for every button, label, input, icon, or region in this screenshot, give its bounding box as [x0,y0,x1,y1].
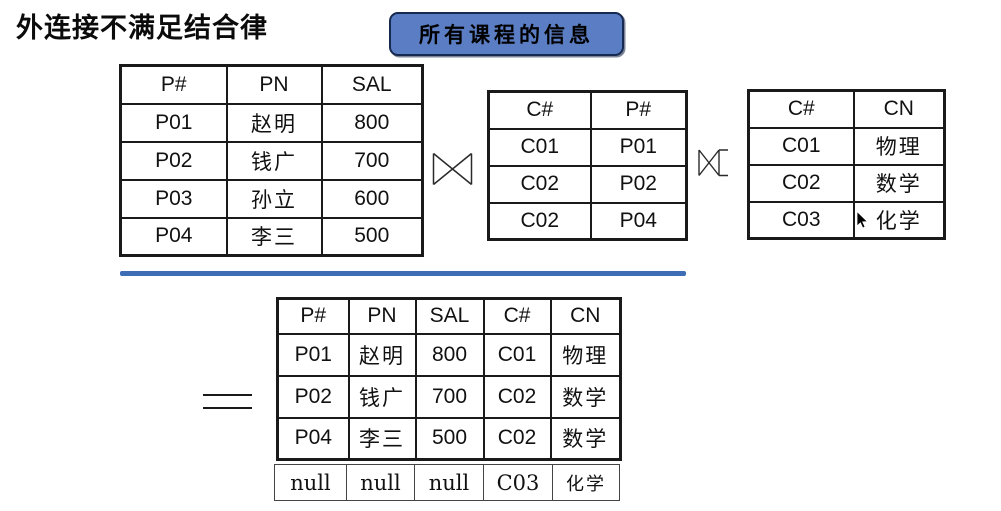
table-cell: P04 [589,201,688,241]
null-row-strip: null null null C03 化学 [274,464,620,501]
equals-sign-icon [203,392,252,409]
table-cell: 700 [414,374,485,419]
section-divider [120,271,686,276]
table-header-row: C# CN [747,89,946,129]
natural-join-icon [432,152,473,186]
table-row: C02 数学 [747,163,946,203]
table-cell: P04 [276,416,350,461]
page-title: 外连接不满足结合律 [16,13,268,43]
result-table: P# PN SAL C# CN P01 赵明 800 C01 物理 P02 钱广… [276,297,622,461]
table-cell: null [274,464,347,501]
table-row: P04 李三 500 C02 数学 [276,416,622,461]
table-cell: null [346,464,415,501]
table-header-row: P# PN SAL [119,64,424,105]
equals-bar [203,407,252,409]
table-cell: 800 [414,332,485,377]
table-cell: 赵明 [347,332,417,377]
table-cell: C02 [747,163,855,203]
column-header: PN [347,297,417,335]
table-cell: 钱广 [225,140,323,181]
table-header-row: P# PN SAL C# CN [276,297,622,335]
table-cell: 800 [320,102,424,143]
table-cell: C03 [483,464,553,501]
table-row: P03 孙立 600 [119,178,424,219]
table-cell: C02 [487,201,592,241]
table-cell: 500 [414,416,485,461]
column-header: C# [482,297,552,335]
table-cell: P04 [119,216,228,257]
table-cell: 钱广 [347,374,417,419]
table-cell: 500 [320,216,424,257]
table-row: P02 钱广 700 C02 数学 [276,374,622,419]
table-cell: 700 [320,140,424,181]
table-cell: P02 [589,164,688,204]
table-cell: C02 [487,164,592,204]
table-cell: P03 [119,178,228,219]
equals-bar [203,394,252,396]
column-header: CN [852,89,946,129]
table-cell: P01 [276,332,350,377]
table-row: P02 钱广 700 [119,140,424,181]
callout-badge: 所有课程的信息 [389,12,624,56]
table-cell: C03 [747,200,855,240]
table-row: null null null C03 化学 [274,464,620,501]
table-cell: 600 [320,178,424,219]
table-cell: 赵明 [225,102,323,143]
p-table: P# PN SAL P01 赵明 800 P02 钱广 700 P03 孙立 6… [119,64,424,257]
table-row: C02 P04 [487,201,688,241]
table-cell: 数学 [549,374,622,419]
table-cell: P01 [119,102,228,143]
table-cell: C01 [747,126,855,166]
column-header: P# [276,297,350,335]
table-cell: 李三 [347,416,417,461]
table-cell: 数学 [852,163,946,203]
column-header: P# [119,64,228,105]
table-cell: 化学 [852,200,946,240]
table-cell: 李三 [225,216,323,257]
table-cell: null [414,464,484,501]
column-header: CN [549,297,622,335]
course-prof-table: C# P# C01 P01 C02 P02 C02 P04 [487,90,688,241]
table-row: P04 李三 500 [119,216,424,257]
table-cell: P02 [119,140,228,181]
table-cell: 物理 [549,332,622,377]
column-header: C# [747,89,855,129]
column-header: PN [225,64,323,105]
table-cell: C01 [482,332,552,377]
table-row: C02 P02 [487,164,688,204]
table-row: C01 P01 [487,127,688,167]
column-header: SAL [414,297,485,335]
table-row: C01 物理 [747,126,946,166]
table-cell: P02 [276,374,350,419]
column-header: P# [589,90,688,130]
callout-badge-label: 所有课程的信息 [419,22,594,47]
table-header-row: C# P# [487,90,688,130]
table-cell: C02 [482,416,552,461]
table-row: P01 赵明 800 C01 物理 [276,332,622,377]
table-cell: C02 [482,374,552,419]
table-cell: 物理 [852,126,946,166]
outer-join-icon [698,149,729,177]
table-cell: 数学 [549,416,622,461]
column-header: C# [487,90,592,130]
table-cell: C01 [487,127,592,167]
table-row: C03 化学 [747,200,946,240]
table-cell: P01 [589,127,688,167]
course-name-table: C# CN C01 物理 C02 数学 C03 化学 [747,89,946,240]
table-row: P01 赵明 800 [119,102,424,143]
table-cell: 孙立 [225,178,323,219]
mouse-cursor-icon [856,211,869,229]
table-cell: 化学 [552,464,620,501]
column-header: SAL [320,64,424,105]
